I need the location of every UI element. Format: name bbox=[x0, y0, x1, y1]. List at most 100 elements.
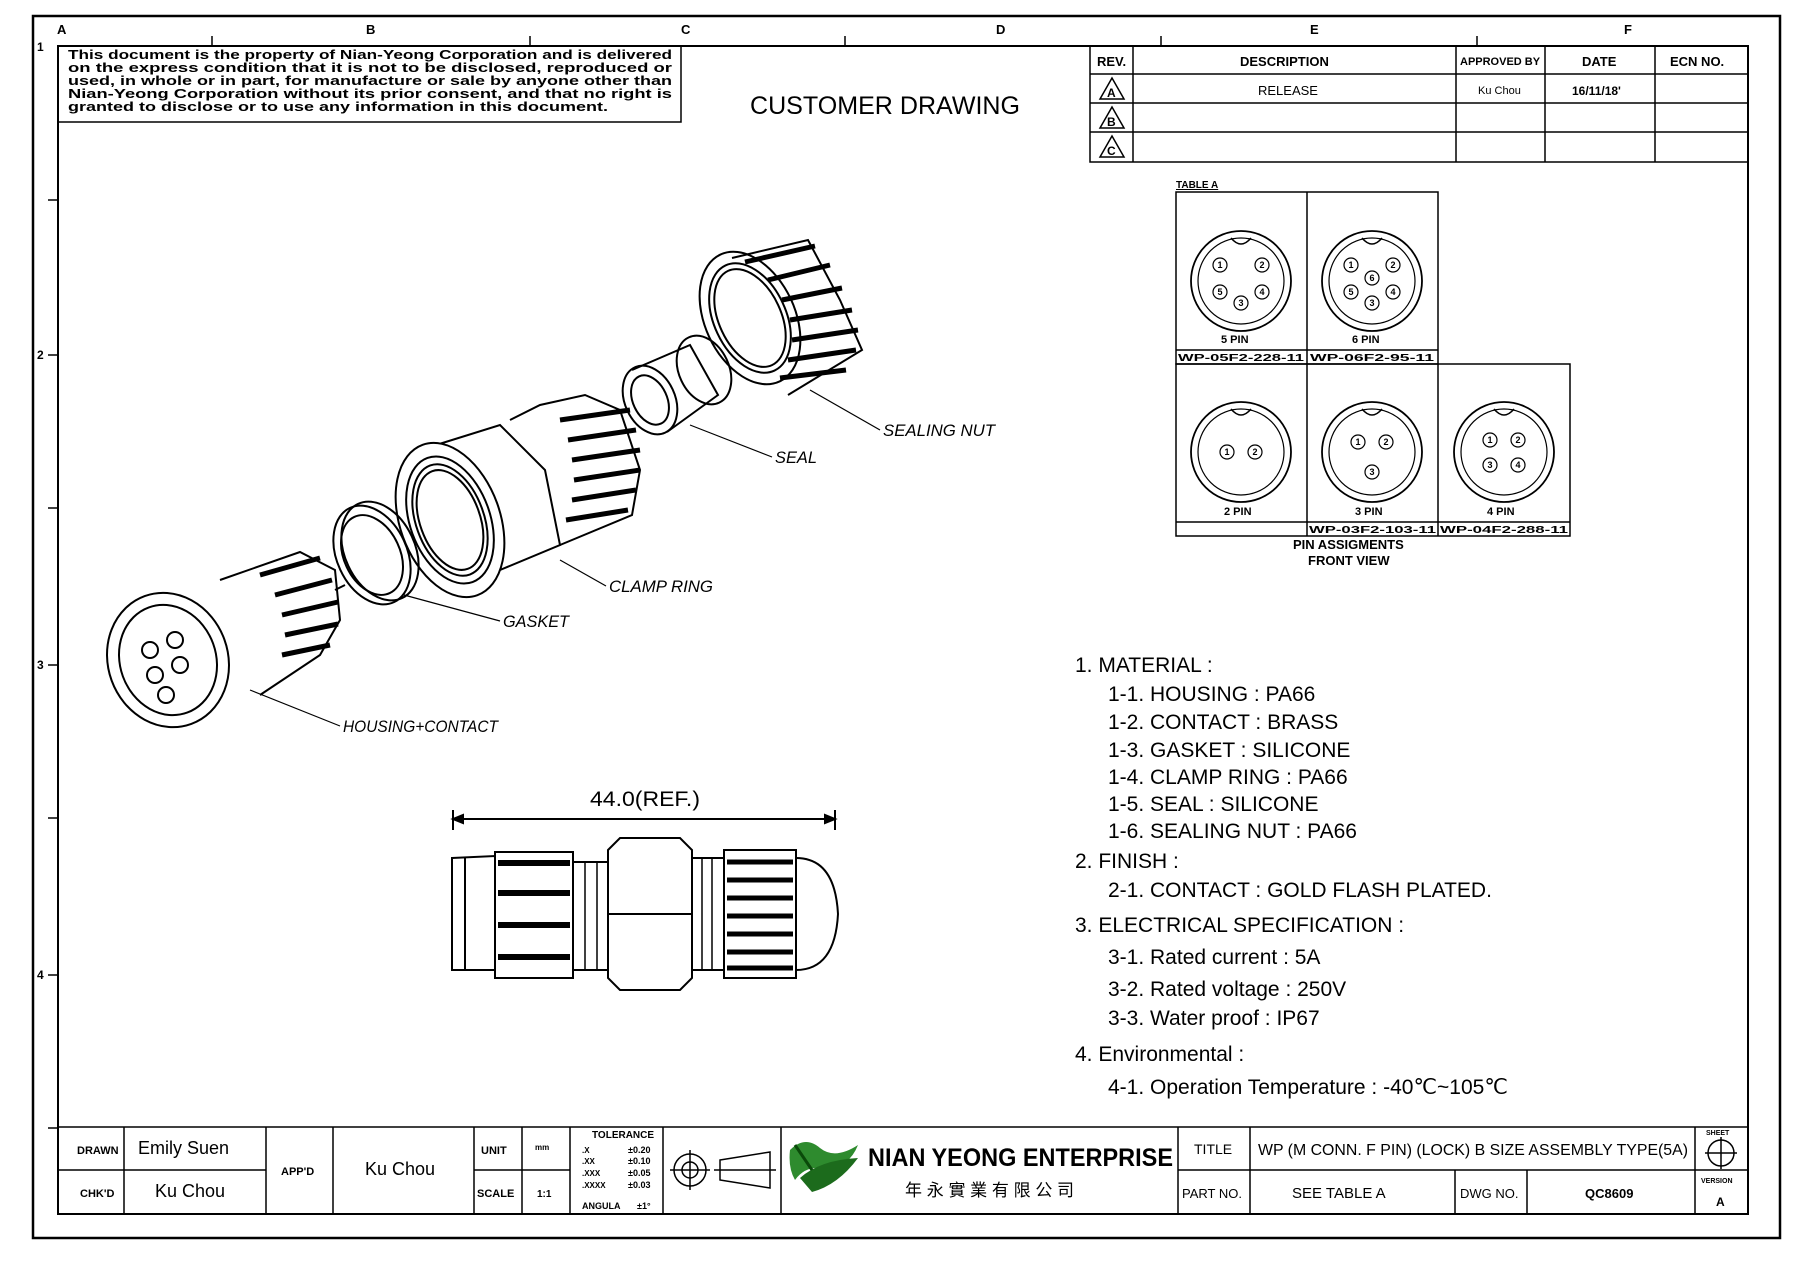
zone-4: 4 bbox=[37, 968, 44, 982]
appd-label: APP'D bbox=[281, 1166, 314, 1178]
svg-text:4: 4 bbox=[1390, 287, 1395, 297]
svg-text:5: 5 bbox=[1217, 287, 1222, 297]
svg-text:5: 5 bbox=[1348, 287, 1353, 297]
specifications: 1. MATERIAL : 1-1. HOUSING : PA66 1-2. C… bbox=[1075, 654, 1508, 1099]
zone-e: E bbox=[1310, 22, 1319, 37]
pin-layout-2 bbox=[1190, 401, 1292, 503]
pin-assignments-caption: PIN ASSIGMENTS bbox=[1293, 537, 1404, 552]
housing-contact-label: HOUSING+CONTACT bbox=[343, 717, 499, 736]
notice-line: on the express condition that it is not … bbox=[68, 61, 672, 75]
svg-text:1: 1 bbox=[1348, 260, 1353, 270]
tolerance-key: .XXXX bbox=[582, 1181, 606, 1190]
part-no-5: WP-05F2-228-11 bbox=[1178, 352, 1304, 364]
spec-line: 3-1. Rated current : 5A bbox=[1108, 946, 1320, 969]
svg-text:B: B bbox=[1107, 115, 1116, 129]
rev-a-approved-by: Ku Chou bbox=[1478, 85, 1521, 97]
appd-name: Ku Chou bbox=[365, 1159, 435, 1179]
drawn-label: DRAWN bbox=[77, 1145, 119, 1157]
rev-triangle-b: B bbox=[1098, 105, 1126, 129]
pin-label-5: 5 PIN bbox=[1221, 334, 1249, 346]
part-no-6: WP-06F2-95-11 bbox=[1310, 352, 1434, 364]
rev-triangle-c: C bbox=[1098, 134, 1126, 158]
spec-line: 1-2. CONTACT : BRASS bbox=[1108, 711, 1338, 734]
svg-text:1: 1 bbox=[1217, 260, 1222, 270]
svg-text:4: 4 bbox=[1259, 287, 1264, 297]
approved-by-header: APPROVED BY bbox=[1460, 56, 1541, 68]
spec-line: 1-6. SEALING NUT : PA66 bbox=[1108, 820, 1357, 843]
svg-text:2: 2 bbox=[1383, 437, 1388, 447]
zone-b: B bbox=[366, 22, 375, 37]
part-no-value: SEE TABLE A bbox=[1292, 1185, 1386, 1202]
company-name: NIAN YEONG ENTERPRISE bbox=[868, 1144, 1173, 1172]
pin-layout-3 bbox=[1321, 401, 1423, 503]
spec-line: 2. FINISH : bbox=[1075, 850, 1179, 873]
pin-label-3: 3 PIN bbox=[1355, 506, 1383, 518]
callout-labels: SEALING NUT SEAL CLAMP RING GASKET HOUSI… bbox=[343, 421, 997, 736]
pin-layout-6 bbox=[1321, 230, 1423, 332]
notice-box bbox=[57, 45, 682, 123]
zone-a: A bbox=[57, 22, 67, 37]
tolerance-value: ±1° bbox=[637, 1201, 651, 1211]
rev-a-description: RELEASE bbox=[1258, 83, 1318, 98]
zone-f: F bbox=[1624, 22, 1632, 37]
spec-line: 3-3. Water proof : IP67 bbox=[1108, 1007, 1320, 1030]
svg-text:3: 3 bbox=[1369, 298, 1374, 308]
svg-text:1: 1 bbox=[1487, 435, 1492, 445]
tolerance-key: ANGULA bbox=[582, 1201, 621, 1211]
svg-text:6: 6 bbox=[1369, 273, 1374, 283]
title-label: TITLE bbox=[1194, 1141, 1232, 1157]
spec-line: 3-2. Rated voltage : 250V bbox=[1108, 978, 1346, 1001]
spec-line: 1. MATERIAL : bbox=[1075, 654, 1213, 677]
front-view-caption: FRONT VIEW bbox=[1308, 553, 1390, 568]
svg-text:3: 3 bbox=[1369, 467, 1374, 477]
pin-layout-5 bbox=[1190, 230, 1292, 332]
part-no-label: PART NO. bbox=[1182, 1186, 1242, 1201]
description-header: DESCRIPTION bbox=[1240, 54, 1329, 69]
projection-symbol bbox=[670, 1150, 776, 1190]
pin-label-4: 4 PIN bbox=[1487, 506, 1515, 518]
pin-numbers-3: 1 2 3 bbox=[1355, 437, 1388, 477]
version-value: A bbox=[1716, 1195, 1725, 1209]
dwg-no-value: QC8609 bbox=[1585, 1186, 1633, 1201]
pin-numbers-5: 1 2 3 4 5 bbox=[1217, 260, 1264, 308]
tolerance-value: ±0.20 bbox=[628, 1145, 650, 1155]
title-block-labels: DRAWN Emily Suen CHK'D Ku Chou APP'D Ku … bbox=[77, 1130, 1733, 1211]
table-a-title: TABLE A bbox=[1176, 180, 1218, 191]
dimension-label: 44.0(REF.) bbox=[590, 788, 700, 811]
notice-line: This document is the property of Nian-Ye… bbox=[68, 48, 672, 62]
ecn-header: ECN NO. bbox=[1670, 54, 1724, 69]
company-logo bbox=[789, 1141, 858, 1192]
version-label: VERSION bbox=[1701, 1178, 1733, 1185]
zone-1: 1 bbox=[37, 40, 44, 54]
svg-text:3: 3 bbox=[1238, 298, 1243, 308]
spec-line: 1-1. HOUSING : PA66 bbox=[1108, 683, 1315, 706]
svg-text:1: 1 bbox=[1224, 447, 1229, 457]
date-header: DATE bbox=[1582, 54, 1617, 69]
top-zone-ticks bbox=[211, 36, 1478, 46]
svg-text:1: 1 bbox=[1355, 437, 1360, 447]
spec-line: 2-1. CONTACT : GOLD FLASH PLATED. bbox=[1108, 879, 1492, 902]
svg-text:3: 3 bbox=[1487, 460, 1492, 470]
unit-value: mm bbox=[535, 1143, 549, 1152]
svg-text:4: 4 bbox=[1515, 460, 1520, 470]
title-block-grid bbox=[57, 1126, 1749, 1215]
sealing-nut-drawing bbox=[698, 238, 864, 396]
revision-table bbox=[1089, 45, 1749, 163]
chkd-label: CHK'D bbox=[80, 1188, 114, 1200]
rev-header: REV. bbox=[1097, 54, 1126, 69]
gasket-label: GASKET bbox=[503, 612, 571, 631]
pin-numbers-6: 1 2 3 4 5 6 bbox=[1348, 260, 1395, 308]
housing-contact-drawing bbox=[106, 550, 346, 729]
notice-line: Nian-Yeong Corporation without its prior… bbox=[68, 87, 672, 101]
tolerance-title: TOLERANCE bbox=[592, 1130, 654, 1141]
tolerance-key: .XX bbox=[582, 1157, 596, 1166]
dwg-no-label: DWG NO. bbox=[1460, 1186, 1519, 1201]
svg-text:2: 2 bbox=[1515, 435, 1520, 445]
zone-d: D bbox=[996, 22, 1005, 37]
svg-text:2: 2 bbox=[1252, 447, 1257, 457]
notice-line: used, in whole or in part, for manufactu… bbox=[68, 74, 672, 88]
spec-line: 1-3. GASKET : SILICONE bbox=[1108, 739, 1350, 762]
svg-text:2: 2 bbox=[1390, 260, 1395, 270]
tolerance-value: ±0.03 bbox=[628, 1180, 650, 1190]
drawing-title: CUSTOMER DRAWING bbox=[750, 92, 1020, 120]
